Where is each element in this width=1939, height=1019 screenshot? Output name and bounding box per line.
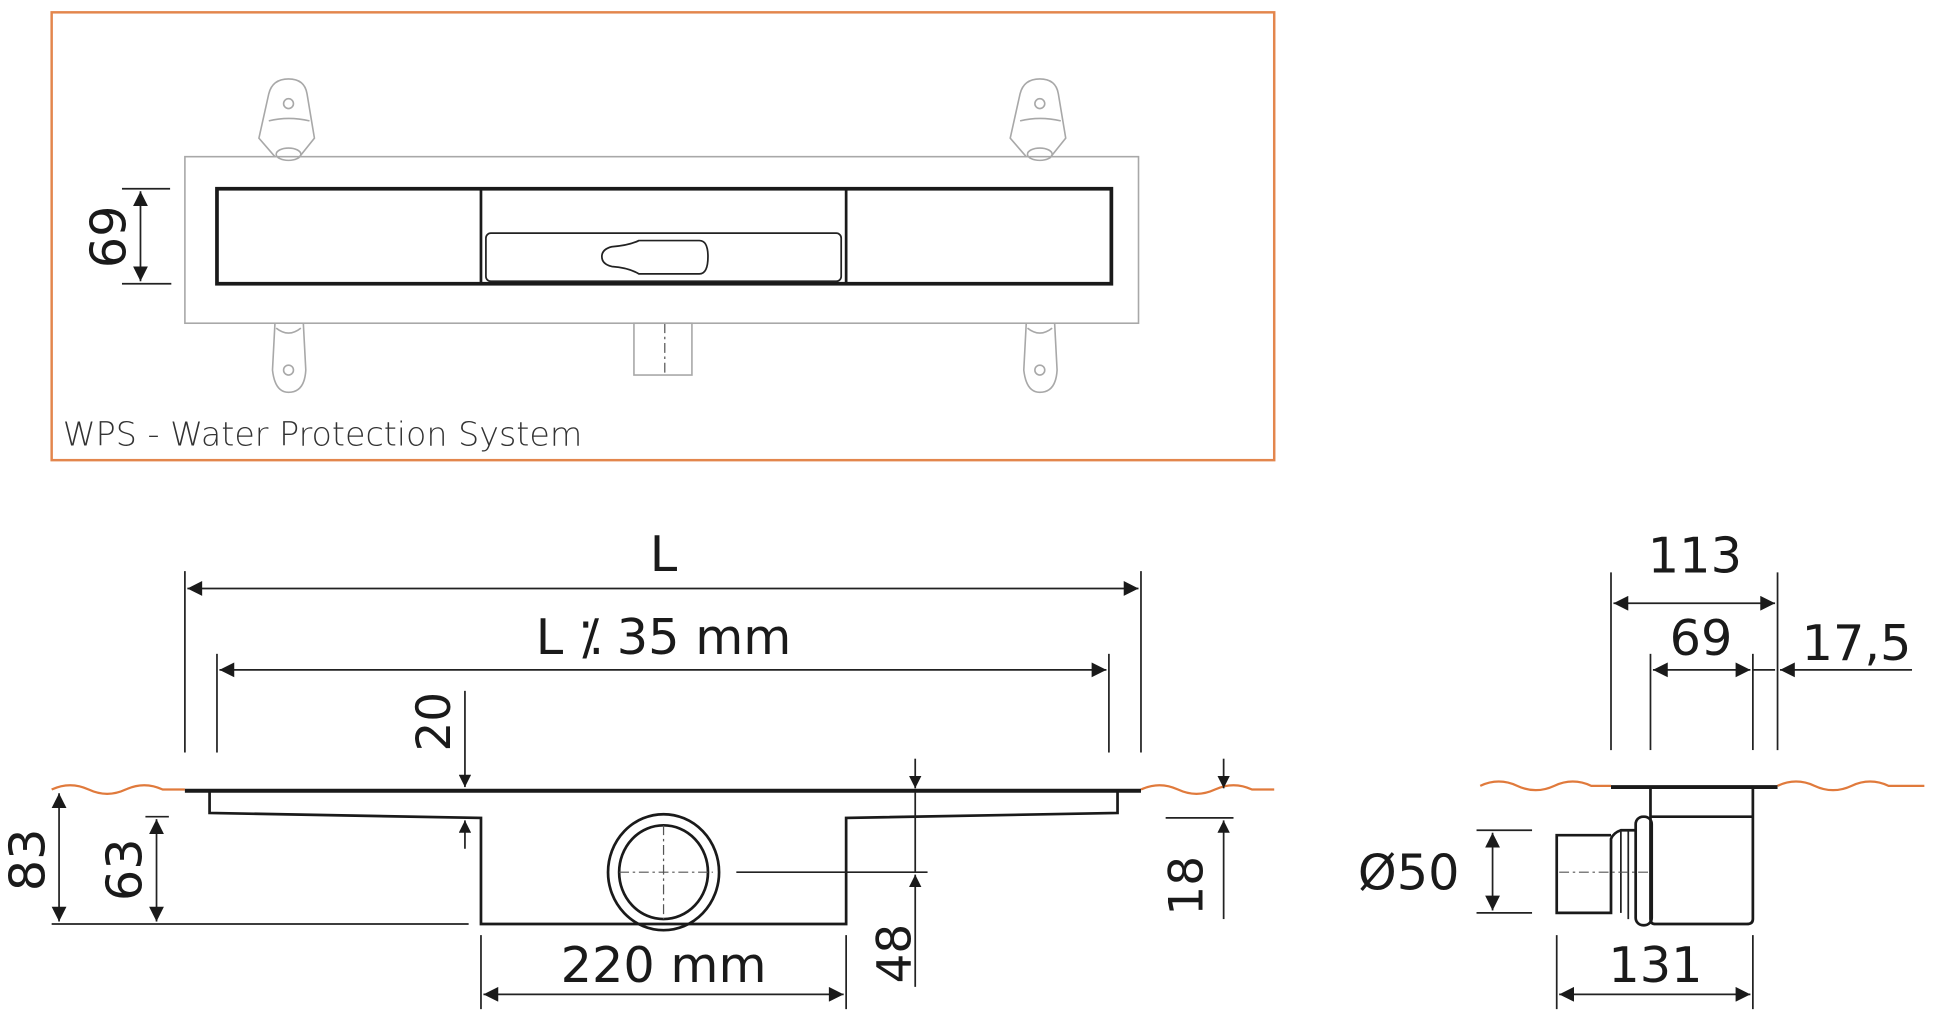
overall-depth-dimension: 131 [1608,936,1702,994]
top-offset-dimension: 20 [407,692,462,752]
pipe-diameter-dimension: Ø50 [1358,843,1460,901]
grate-length-dimension: L ⁒ 35 mm [536,608,792,666]
section-view: L L ⁒ 35 mm 20 83 63 48 [0,525,1275,1010]
floor-line-left [1479,780,1612,792]
flange-depth-dimension: 18 [1160,856,1215,916]
mounting-bracket-icon [271,323,307,394]
removable-cover [485,232,843,283]
plan-width-dimension: 69 [80,205,138,268]
grate [215,186,1114,286]
overall-width-dimension: 113 [1648,526,1742,584]
plan-view-frame [50,11,1276,462]
sump-width-dimension: 220 mm [561,936,767,994]
outlet-stub [633,322,693,376]
floor-line-right [1140,784,1275,795]
floor-line-right [1777,780,1925,792]
floor-line-left [51,784,185,795]
side-view: 113 69 17,5 Ø50 131 [1358,526,1925,1010]
outlet-pipe-outer [606,812,721,932]
flange-dimension: 17,5 [1802,614,1912,672]
mounting-bracket-icon [1022,323,1058,394]
channel-width-dimension: 69 [1670,609,1733,667]
plan-view-caption: WPS - Water Protection System [63,414,583,453]
body-height-dimension: 63 [96,838,154,901]
mounting-bracket-icon [258,78,316,162]
cover-handle [601,239,709,275]
plan-view: 69 WPS - Water Protection System [50,11,1276,462]
outlet-height-dimension: 48 [867,924,922,984]
total-length-dimension: L [650,525,678,583]
channel-frame [184,155,1140,325]
channel-body [208,790,1119,926]
mounting-bracket-icon [1009,78,1067,162]
socket-ring [1634,815,1654,927]
total-height-dimension: 83 [0,828,56,891]
side-body [1649,787,1755,926]
